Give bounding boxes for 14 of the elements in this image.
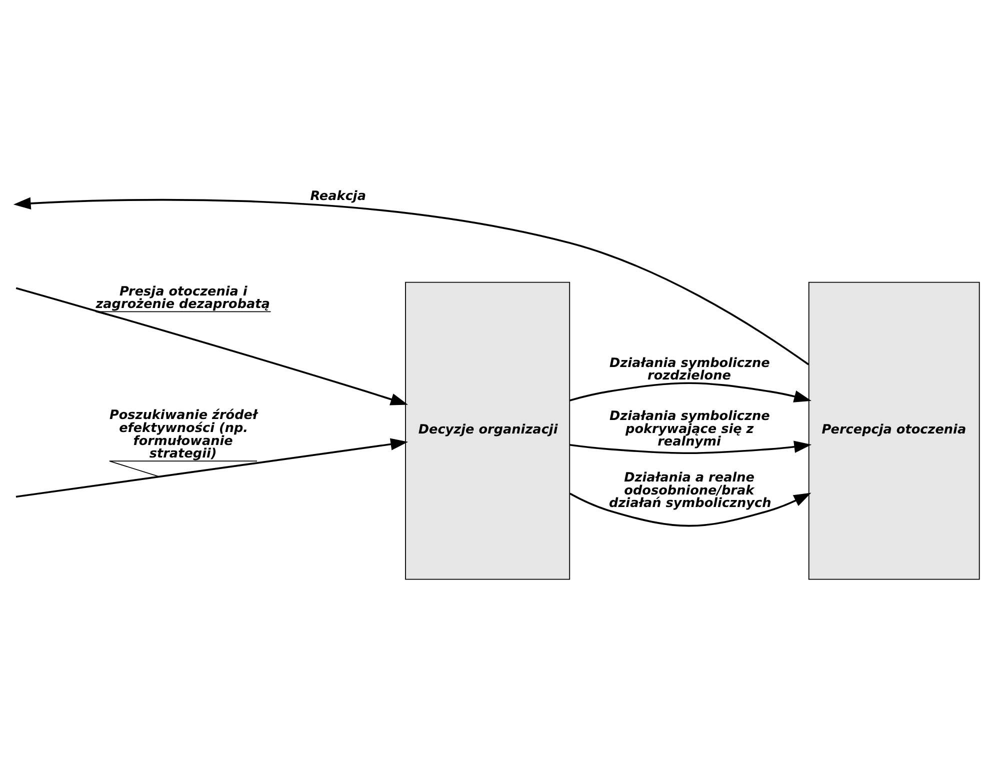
node-box: Decyzje organizacji [405, 281, 570, 580]
edge-label: Presja otoczenia i zagrożenie dezaprobatą [96, 284, 270, 312]
edge-label: Reakcja [310, 188, 366, 204]
arrow [16, 438, 408, 498]
edge-label: Poszukiwanie źródeł efektywności (np. formułowanie strategii) [109, 408, 258, 462]
arrow [569, 382, 812, 402]
edge-label: Działania symboliczne rozdzielone [609, 355, 770, 384]
arrow [570, 440, 812, 454]
edge-label: Działania symboliczne pokrywające się z realnymi [609, 408, 770, 450]
arrow [570, 492, 812, 526]
edge-label: Działania a realne odosobnione/brak działań symbolicznych [609, 470, 772, 511]
node-box: Percepcja otoczenia [808, 281, 980, 580]
arrow [13, 196, 810, 365]
arrow [16, 286, 408, 405]
